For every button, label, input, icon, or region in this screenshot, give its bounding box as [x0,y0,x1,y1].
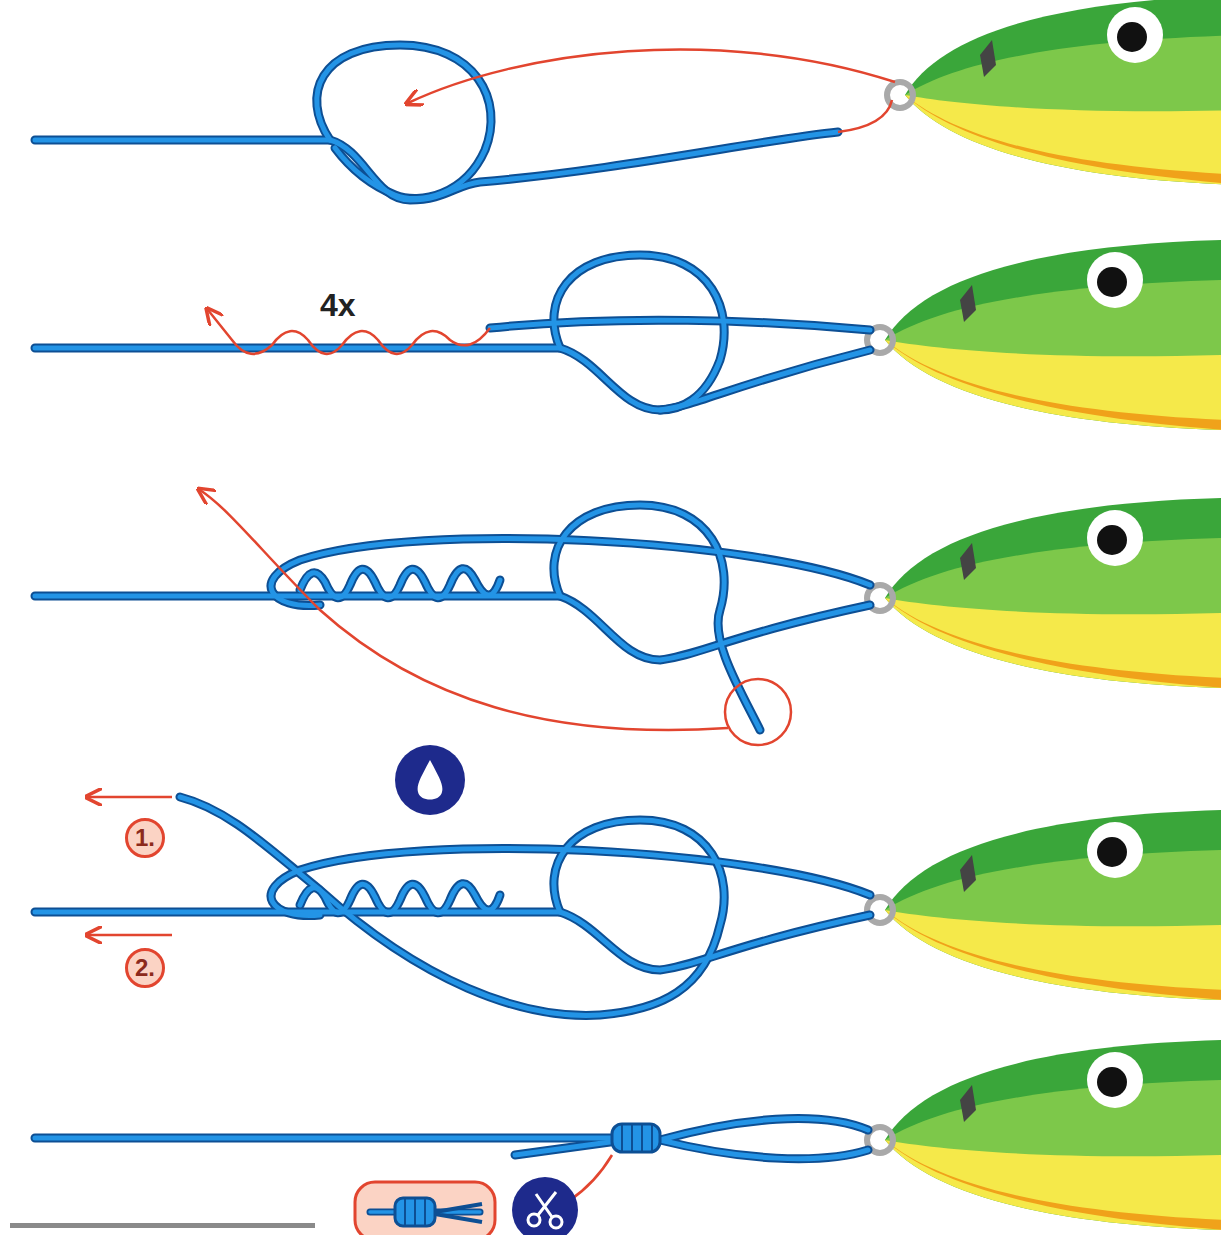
callout-number: 2. [125,948,165,988]
callout-number: 1. [125,818,165,858]
repeat-count: 4x [320,287,356,324]
